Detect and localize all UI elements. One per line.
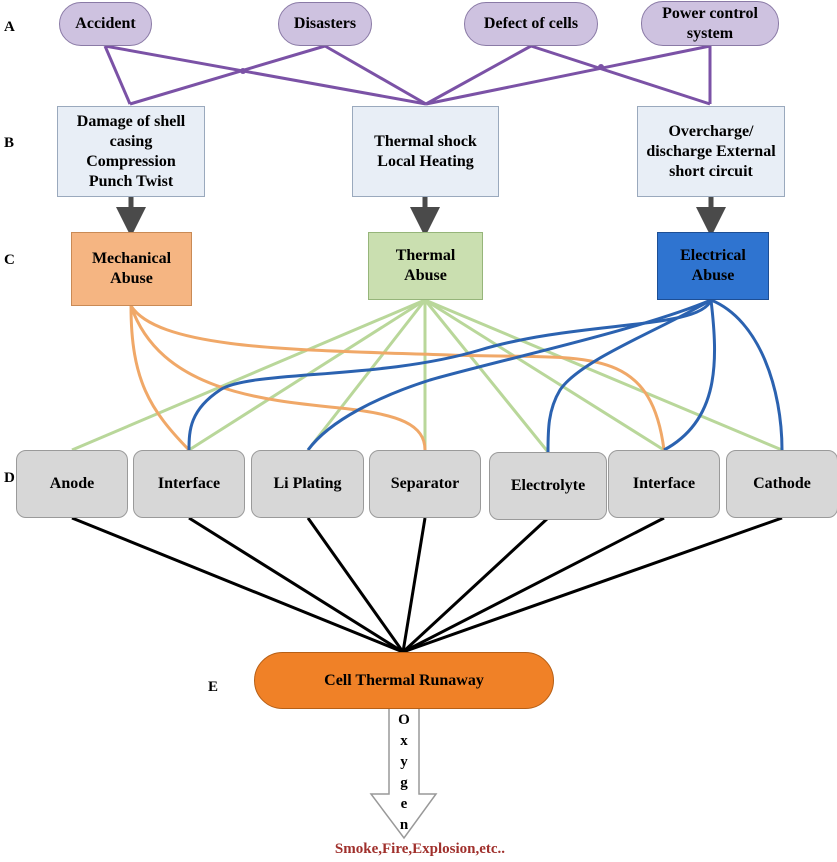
component-electrolyte: Electrolyte (489, 452, 607, 520)
cell-thermal-runaway: Cell Thermal Runaway (254, 652, 554, 709)
mechanical-link-interface-1 (129, 305, 191, 452)
component-link-anode (71, 516, 404, 654)
cause-link-defect-right (530, 44, 711, 106)
row-label-a: A (4, 19, 15, 35)
mechanism-thermal: Thermal shock Local Heating (352, 106, 499, 197)
component-links (71, 516, 783, 654)
cause-link-defect-center (425, 44, 532, 106)
electrical-links (187, 298, 784, 453)
mechanism-electrical: Overcharge/ discharge External short cir… (637, 106, 785, 197)
oxygen-letter-5: e (400, 796, 408, 812)
oxygen-arrow (369, 707, 438, 840)
mechanical-link-interface-2 (129, 305, 666, 451)
abuse-mechanical: Mechanical Abuse (71, 232, 192, 306)
cause-defect-of-cells: Defect of cells (464, 2, 598, 46)
cause-link-disasters-center (324, 44, 427, 106)
row-label-d: D (4, 470, 15, 486)
component-link-cathode (402, 516, 783, 654)
component-link-interface-2 (402, 516, 665, 654)
component-interface-1: Interface (133, 450, 245, 518)
component-anode: Anode (16, 450, 128, 518)
row-label-c: C (4, 252, 15, 268)
electrical-link-electrolyte (546, 298, 712, 453)
cause-disasters: Disasters (278, 2, 372, 46)
cause-link-junction-left (240, 68, 246, 74)
oxygen-letter-3: y (400, 754, 408, 770)
abuse-thermal: Thermal Abuse (368, 232, 483, 300)
component-link-separator (401, 517, 427, 653)
thermal-link-li-plating (306, 299, 427, 451)
electrical-link-li-plating (306, 298, 712, 451)
thermal-link-cathode (424, 298, 783, 452)
cause-links (103, 44, 712, 106)
cause-link-accident-left (103, 45, 132, 105)
oxygen-letter-2: x (400, 733, 408, 749)
row-label-b: B (4, 135, 15, 151)
cause-link-accident-center (104, 44, 427, 106)
component-cathode: Cathode (726, 450, 837, 518)
mechanical-link-separator (129, 305, 427, 451)
thermal-link-electrolyte (423, 299, 550, 453)
abuse-electrical: Electrical Abuse (657, 232, 769, 300)
thermal-link-anode (71, 298, 426, 452)
result-text: Smoke,Fire,Explosion,etc.. (334, 841, 506, 857)
mechanism-arrows (116, 197, 726, 237)
oxygen-letter-6: n (399, 817, 409, 833)
thermal-links (71, 298, 783, 453)
electrical-link-cathode (710, 298, 784, 451)
cause-accident: Accident (59, 2, 152, 46)
component-link-li-plating (306, 517, 405, 653)
cause-link-disasters-left (129, 44, 326, 106)
cause-link-power-center (425, 44, 711, 106)
electrical-link-interface-2 (663, 299, 717, 452)
cause-link-junction-right (598, 64, 604, 70)
thermal-link-interface-2 (424, 298, 665, 452)
mechanism-mechanical: Damage of shell casing Compression Punch… (57, 106, 205, 197)
oxygen-letter-1: O (398, 712, 410, 728)
row-label-e: E (208, 679, 219, 695)
component-link-electrolyte (401, 516, 550, 654)
component-link-interface-1 (188, 516, 404, 654)
component-interface-2: Interface (608, 450, 720, 518)
component-li-plating: Li Plating (251, 450, 364, 518)
mechanical-links (129, 305, 666, 452)
component-separator: Separator (369, 450, 481, 518)
cause-power-control-system: Power control system (641, 1, 779, 46)
oxygen-letter-4: g (400, 775, 408, 791)
